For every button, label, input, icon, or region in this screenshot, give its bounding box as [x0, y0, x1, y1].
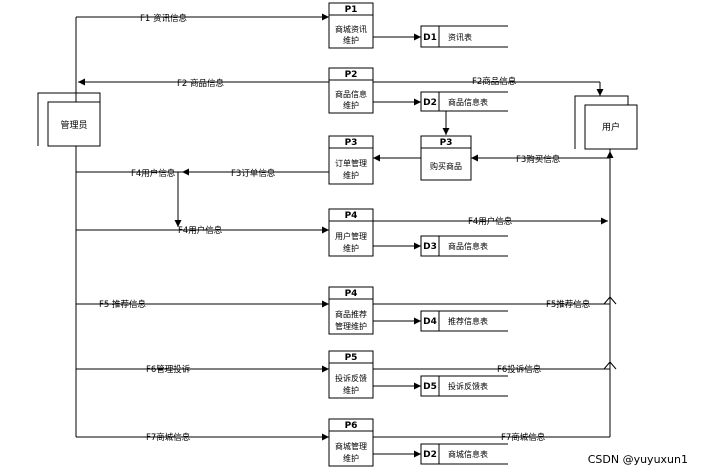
store-d3-name: 商品信息表: [448, 241, 488, 251]
process-p1-line2: 维护: [343, 35, 359, 45]
flow-label-f5-left: F5 推荐信息: [99, 299, 146, 310]
process-p4-user-line2: 维护: [343, 243, 359, 253]
process-p1-id: P1: [345, 5, 358, 15]
process-p3-buy: P3 购买商品: [420, 135, 472, 181]
flow-label-f2-right: F2商品信息: [472, 76, 517, 87]
flow-label-f4-b: F4用户信息: [178, 225, 223, 236]
store-d2-name: 商品信息表: [448, 97, 488, 107]
flow-label-f6-right: F6投诉信息: [497, 364, 542, 375]
collector-tick-b: [609, 361, 617, 370]
store-d4-name: 推荐信息表: [448, 316, 488, 326]
store-d5-id: D5: [423, 382, 437, 392]
flow-label-f7-right: F7商城信息: [501, 432, 546, 443]
flow-label-f4-a: F4用户信息: [131, 168, 176, 179]
process-p4-user-id: P4: [345, 211, 358, 221]
flow-label-f2-left: F2 商品信息: [177, 78, 224, 89]
process-p6-line2: 维护: [343, 453, 359, 463]
process-p5-line1: 投诉反馈: [335, 373, 367, 383]
flow-label-f3-order: F3订单信息: [231, 168, 276, 179]
collector-tick-c: [603, 296, 611, 305]
store-d1-id: D1: [423, 33, 437, 43]
collector-tick-a: [603, 361, 611, 370]
store-d2-mall-name: 商城信息表: [448, 449, 488, 459]
store-d2-mall-id: D2: [423, 450, 437, 460]
flow-label-f1: F1 资讯信息: [140, 13, 187, 24]
store-d2: D2 商品信息表: [420, 91, 508, 112]
flow-label-f4-right: F4用户信息: [468, 216, 513, 227]
process-p4-recommend-id: P4: [345, 289, 358, 299]
store-d2-mall: D2 商城信息表: [420, 443, 508, 465]
store-d2-id: D2: [423, 98, 437, 108]
flow-label-f5-right: F5推荐信息: [546, 299, 591, 310]
process-p4-recommend: P4 商品推荐 管理维护: [328, 286, 374, 335]
process-p3-order: P3 订单管理 维护: [328, 135, 374, 185]
process-p5-id: P5: [345, 353, 358, 363]
collector-tick-d: [609, 296, 617, 305]
process-p3-buy-line1: 购买商品: [430, 161, 462, 171]
entity-user-label: 用户: [602, 121, 620, 133]
store-d5: D5 投诉反馈表: [420, 375, 508, 397]
process-p3-order-id: P3: [345, 138, 358, 148]
entity-admin-label: 管理员: [60, 119, 87, 131]
process-p6-id: P6: [345, 421, 358, 431]
store-d1: D1 资讯表: [420, 25, 508, 48]
process-p2-id: P2: [345, 70, 358, 80]
entity-admin: 管理员: [37, 92, 101, 147]
process-p1: P1 商城资讯 维护: [328, 2, 374, 49]
store-d4-id: D4: [423, 317, 437, 327]
process-p4-user-line1: 用户管理: [335, 231, 367, 241]
store-d1-name: 资讯表: [448, 32, 472, 42]
process-p5: P5 投诉反馈 维护: [328, 350, 374, 399]
flow-label-f6-left: F6管理投诉: [146, 364, 191, 375]
process-p6: P6 商城管理 维护: [328, 418, 374, 467]
flow-labels: F1 资讯信息 F2 商品信息 F2商品信息 F3购买信息 F3订单信息 F4用…: [99, 13, 591, 443]
process-p2-line2: 维护: [343, 100, 359, 110]
store-d3: D3 商品信息表: [420, 235, 508, 257]
process-p1-line1: 商城资讯: [335, 24, 367, 34]
process-p2-line1: 商品信息: [335, 89, 367, 99]
entity-user: 用户: [574, 95, 638, 150]
watermark: CSDN @yuyuxun1: [588, 453, 688, 466]
process-p4-recommend-line1: 商品推荐: [335, 309, 367, 319]
store-d5-name: 投诉反馈表: [448, 381, 488, 391]
process-p3-buy-id: P3: [440, 138, 453, 148]
process-p3-order-line2: 维护: [343, 170, 359, 180]
store-d4: D4 推荐信息表: [420, 310, 508, 332]
process-p6-line1: 商城管理: [335, 441, 367, 451]
process-p3-order-line1: 订单管理: [335, 158, 367, 168]
flow-lines: [75, 13, 617, 458]
process-p4-recommend-line2: 管理维护: [335, 321, 367, 331]
process-p4-user: P4 用户管理 维护: [328, 208, 374, 257]
store-d3-id: D3: [423, 242, 437, 252]
flow-label-f3-buy: F3购买信息: [516, 154, 561, 165]
process-p2: P2 商品信息 维护: [328, 67, 374, 114]
flow-label-f7-left: F7商城信息: [146, 432, 191, 443]
process-p5-line2: 维护: [343, 385, 359, 395]
